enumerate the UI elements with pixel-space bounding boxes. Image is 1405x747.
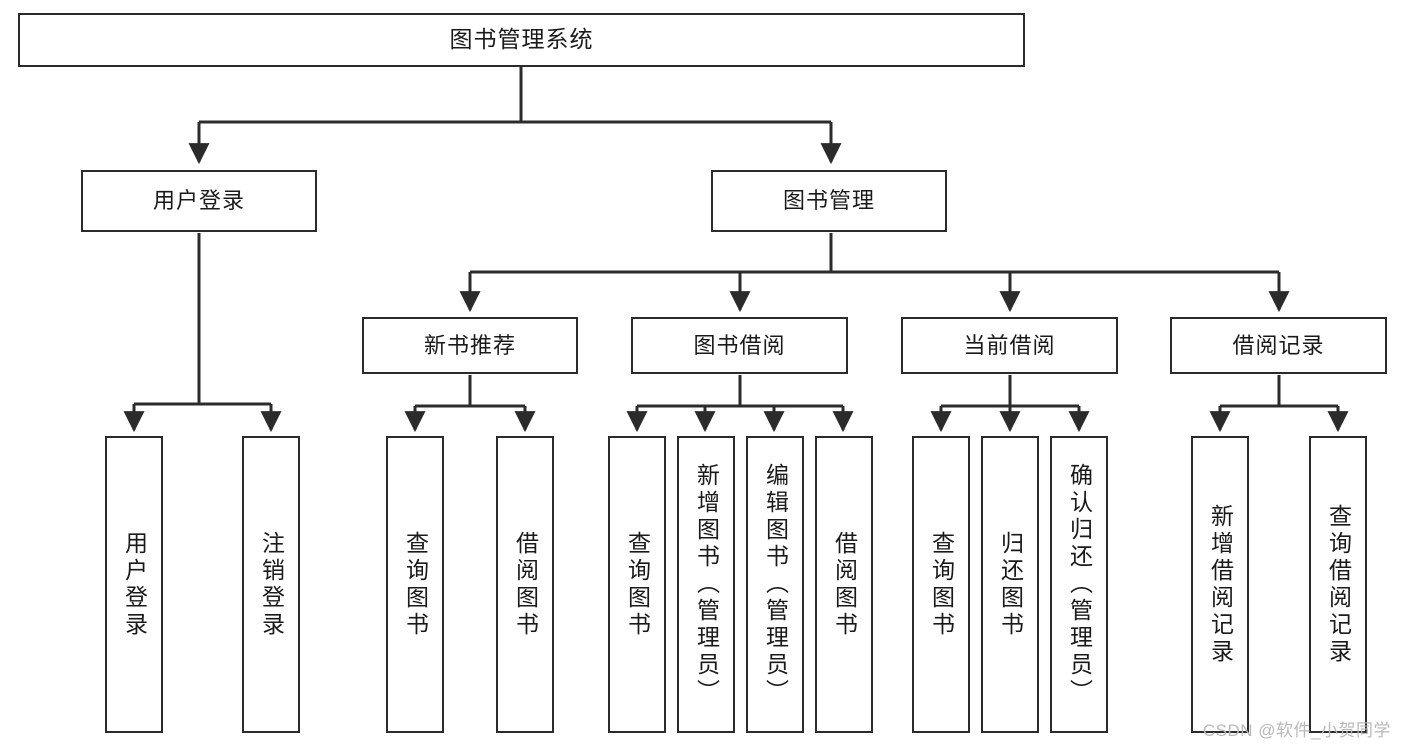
leaf-return-book[interactable]: 归还图书 [981, 436, 1039, 733]
node-new-book-recommend[interactable]: 新书推荐 [362, 317, 578, 374]
node-label: 编辑图书（管理员） [762, 463, 789, 706]
node-label: 确认归还（管理员） [1066, 463, 1093, 706]
leaf-borrow-book-recommend[interactable]: 借阅图书 [496, 436, 554, 733]
node-label: 图书管理系统 [449, 26, 594, 53]
node-root-book-management-system[interactable]: 图书管理系统 [18, 13, 1025, 67]
node-label: 新增图书（管理员） [693, 463, 720, 706]
node-label: 当前借阅 [963, 332, 1056, 358]
node-label: 归还图书 [997, 530, 1024, 639]
watermark: CSDN @软件_小贺同学 [1202, 721, 1391, 740]
node-label: 图书管理 [782, 188, 875, 214]
leaf-query-book-current[interactable]: 查询图书 [912, 436, 970, 733]
node-label: 借阅图书 [512, 530, 539, 639]
leaf-edit-book-admin[interactable]: 编辑图书（管理员） [746, 436, 804, 733]
node-label: 注销登录 [258, 530, 285, 639]
node-borrow-record[interactable]: 借阅记录 [1170, 317, 1387, 374]
node-label: 借阅图书 [831, 530, 858, 639]
node-label: 借阅记录 [1232, 332, 1325, 358]
node-book-borrow[interactable]: 图书借阅 [631, 317, 848, 374]
node-current-borrow[interactable]: 当前借阅 [901, 317, 1118, 374]
node-book-management[interactable]: 图书管理 [711, 170, 947, 232]
node-label: 查询借阅记录 [1325, 503, 1352, 666]
node-label: 查询图书 [928, 530, 955, 639]
node-label: 查询图书 [402, 530, 429, 639]
leaf-borrow-book[interactable]: 借阅图书 [815, 436, 873, 733]
node-label: 新增借阅记录 [1207, 503, 1234, 666]
node-user-login[interactable]: 用户登录 [81, 170, 317, 232]
node-label: 查询图书 [624, 530, 651, 639]
leaf-query-book-recommend[interactable]: 查询图书 [386, 436, 444, 733]
leaf-query-borrow-record[interactable]: 查询借阅记录 [1309, 436, 1367, 733]
leaf-query-book-borrow[interactable]: 查询图书 [608, 436, 666, 733]
node-label: 用户登录 [152, 188, 245, 214]
node-label: 用户登录 [121, 530, 148, 639]
leaf-confirm-return-admin[interactable]: 确认归还（管理员） [1050, 436, 1108, 733]
leaf-user-login[interactable]: 用户登录 [105, 436, 163, 733]
node-label: 图书借阅 [693, 332, 786, 358]
node-label: 新书推荐 [423, 332, 516, 358]
leaf-add-borrow-record[interactable]: 新增借阅记录 [1191, 436, 1249, 733]
leaf-add-book-admin[interactable]: 新增图书（管理员） [677, 436, 735, 733]
leaf-user-logout[interactable]: 注销登录 [242, 436, 300, 733]
